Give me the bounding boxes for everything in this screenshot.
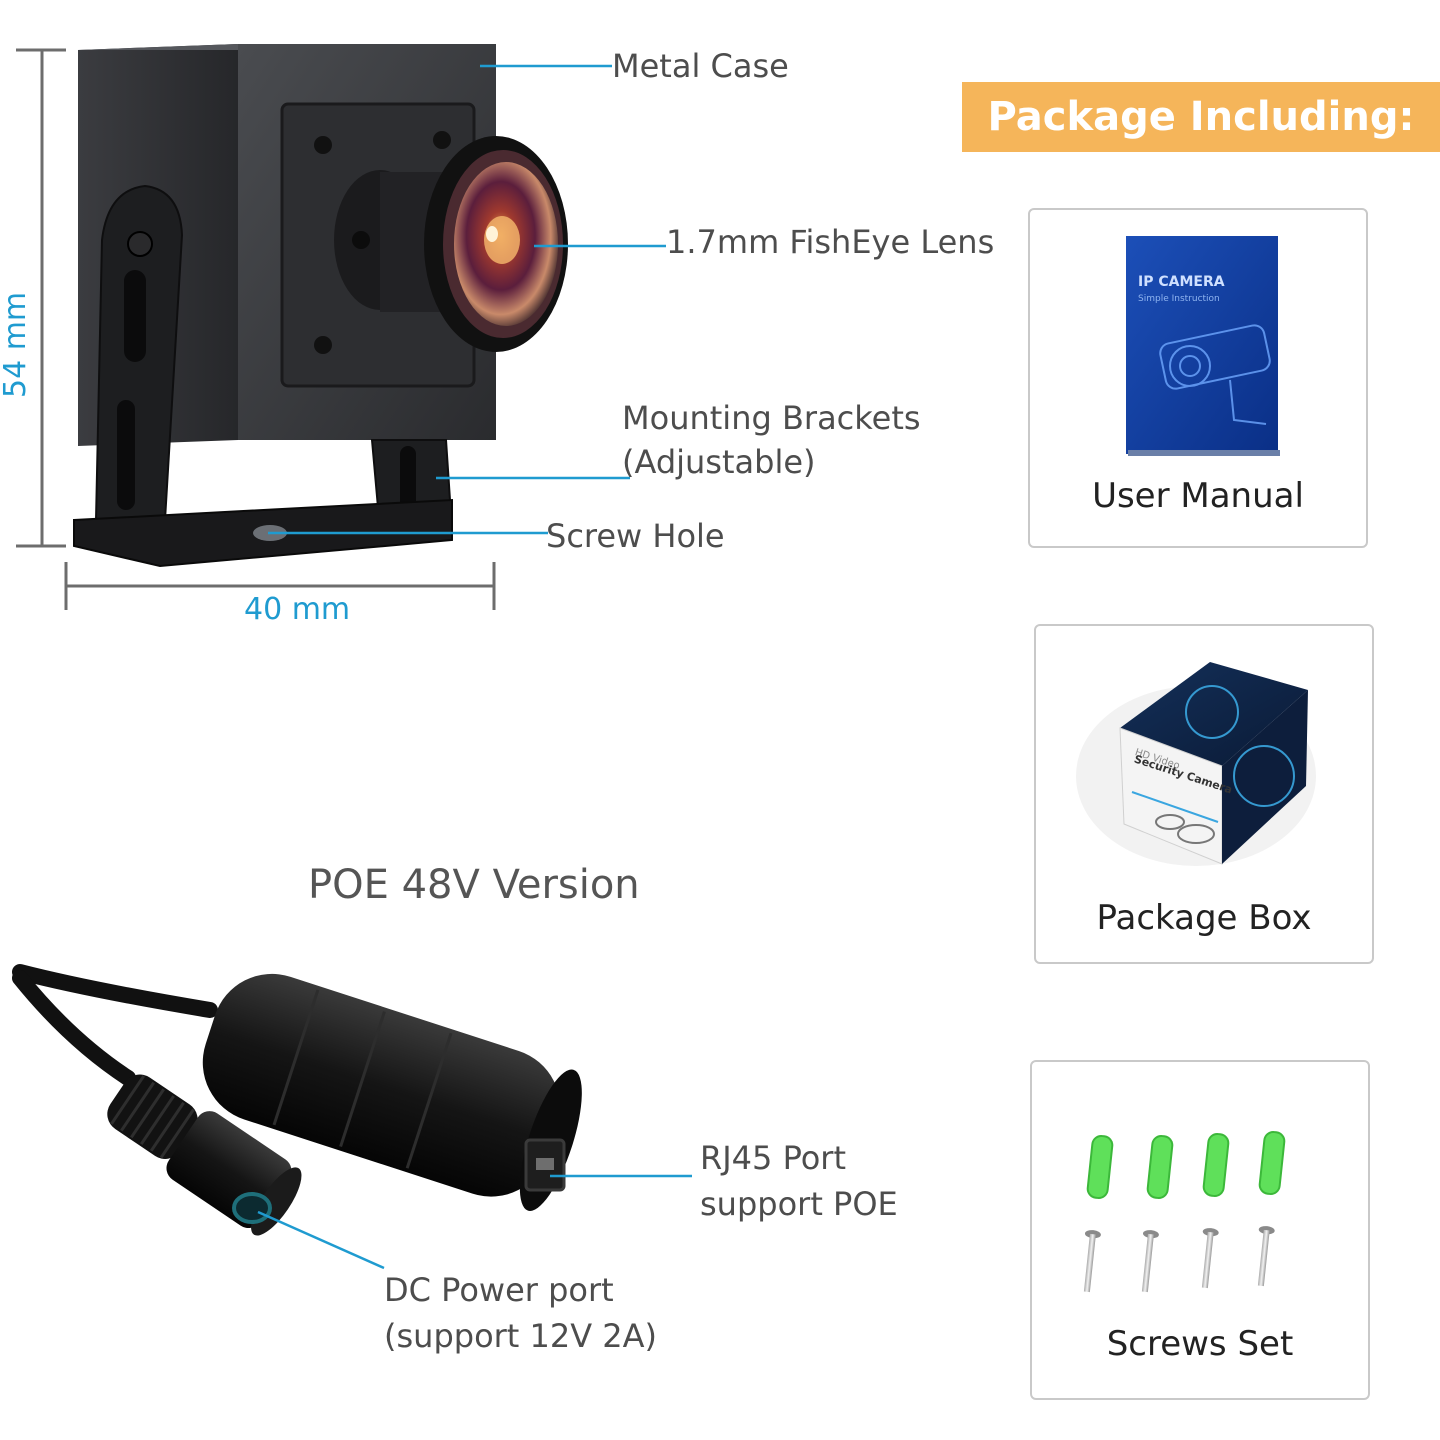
package-card-user-manual: IP CAMERA Simple Instruction User Manual <box>1028 208 1368 548</box>
poe-section-title: POE 48V Version <box>308 862 640 908</box>
manual-cover-subtitle: Simple Instruction <box>1138 294 1220 304</box>
fisheye-lens-icon <box>334 136 568 352</box>
dc-power-port-icon <box>232 1192 272 1224</box>
screws-set-caption: Screws Set <box>1106 1324 1294 1364</box>
package-box-image <box>1076 662 1316 866</box>
mounting-bracket <box>73 184 454 568</box>
screw-hole-label: Screw Hole <box>546 517 725 555</box>
poe-callout-lines <box>257 1174 692 1270</box>
mounting-brackets-label: Mounting Brackets <box>622 399 921 437</box>
callout-lines <box>268 64 666 535</box>
screws-set-image <box>1083 1131 1286 1293</box>
dimension-lines <box>16 48 496 610</box>
package-including-header: Package Including: <box>962 82 1440 152</box>
screw-icon <box>1083 1226 1275 1293</box>
height-dimension-label: 54 mm <box>0 291 33 398</box>
rj45-port-sublabel: support POE <box>700 1185 898 1223</box>
width-dimension-label: 40 mm <box>244 592 351 627</box>
dc-power-port-sublabel: (support 12V 2A) <box>384 1317 658 1355</box>
package-card-package-box: HD Video Security Camera Package Box <box>1034 624 1374 964</box>
camera-image <box>73 44 568 568</box>
package-card-screws-set: Screws Set <box>1030 1060 1370 1400</box>
rj45-port-label: RJ45 Port <box>700 1139 846 1177</box>
user-manual-caption: User Manual <box>1092 476 1304 516</box>
dc-power-port-label: DC Power port <box>384 1271 614 1309</box>
user-manual-image <box>1126 236 1280 456</box>
wall-anchor-icon <box>1086 1131 1286 1199</box>
fisheye-lens-label: 1.7mm FishEye Lens <box>666 223 995 261</box>
package-box-caption: Package Box <box>1096 898 1312 938</box>
mounting-brackets-sublabel: (Adjustable) <box>622 443 816 481</box>
metal-case-label: Metal Case <box>612 47 789 85</box>
poe-cable-image <box>12 964 582 1236</box>
manual-cover-title: IP CAMERA <box>1138 274 1225 290</box>
